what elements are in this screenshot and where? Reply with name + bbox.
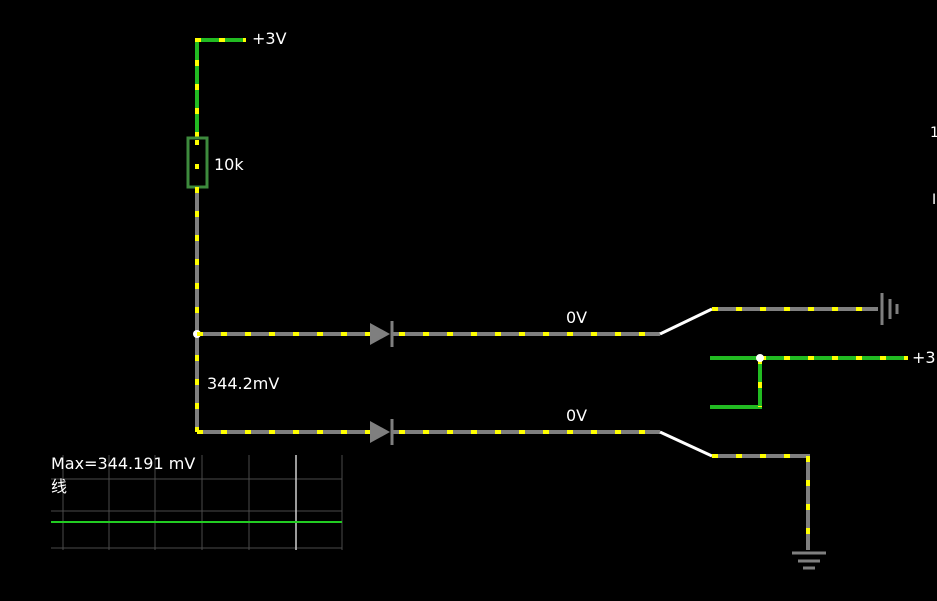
edge-mark-1: 1 xyxy=(930,125,937,141)
diode-lower[interactable] xyxy=(370,419,394,445)
lower-ground-wire[interactable] xyxy=(712,454,810,550)
top-supply-wire[interactable] xyxy=(195,38,246,138)
scope-signal-name: 线 xyxy=(51,477,68,496)
diode-upper[interactable] xyxy=(370,321,394,347)
ground-icon[interactable] xyxy=(880,293,899,325)
resistor-value-label: 10k xyxy=(214,155,244,174)
scope-max-readout: Max=344.191 mV xyxy=(51,454,196,473)
edge-mark-2: I xyxy=(932,192,937,208)
scope-panel[interactable] xyxy=(51,455,343,550)
right-supply-wire[interactable] xyxy=(710,356,908,409)
right-junction-node[interactable] xyxy=(756,354,764,362)
node-voltage-label: 344.2mV xyxy=(207,374,280,393)
supply-top-label: +3V xyxy=(252,29,287,48)
ground-icon-lower[interactable] xyxy=(792,551,826,570)
diode1-voltage-label: 0V xyxy=(566,308,588,327)
resistor[interactable] xyxy=(186,136,209,189)
diode2-voltage-label: 0V xyxy=(566,406,588,425)
switch-lower[interactable] xyxy=(659,430,713,458)
supply-right-label: +3 xyxy=(912,348,936,367)
switch-upper[interactable] xyxy=(659,307,713,336)
